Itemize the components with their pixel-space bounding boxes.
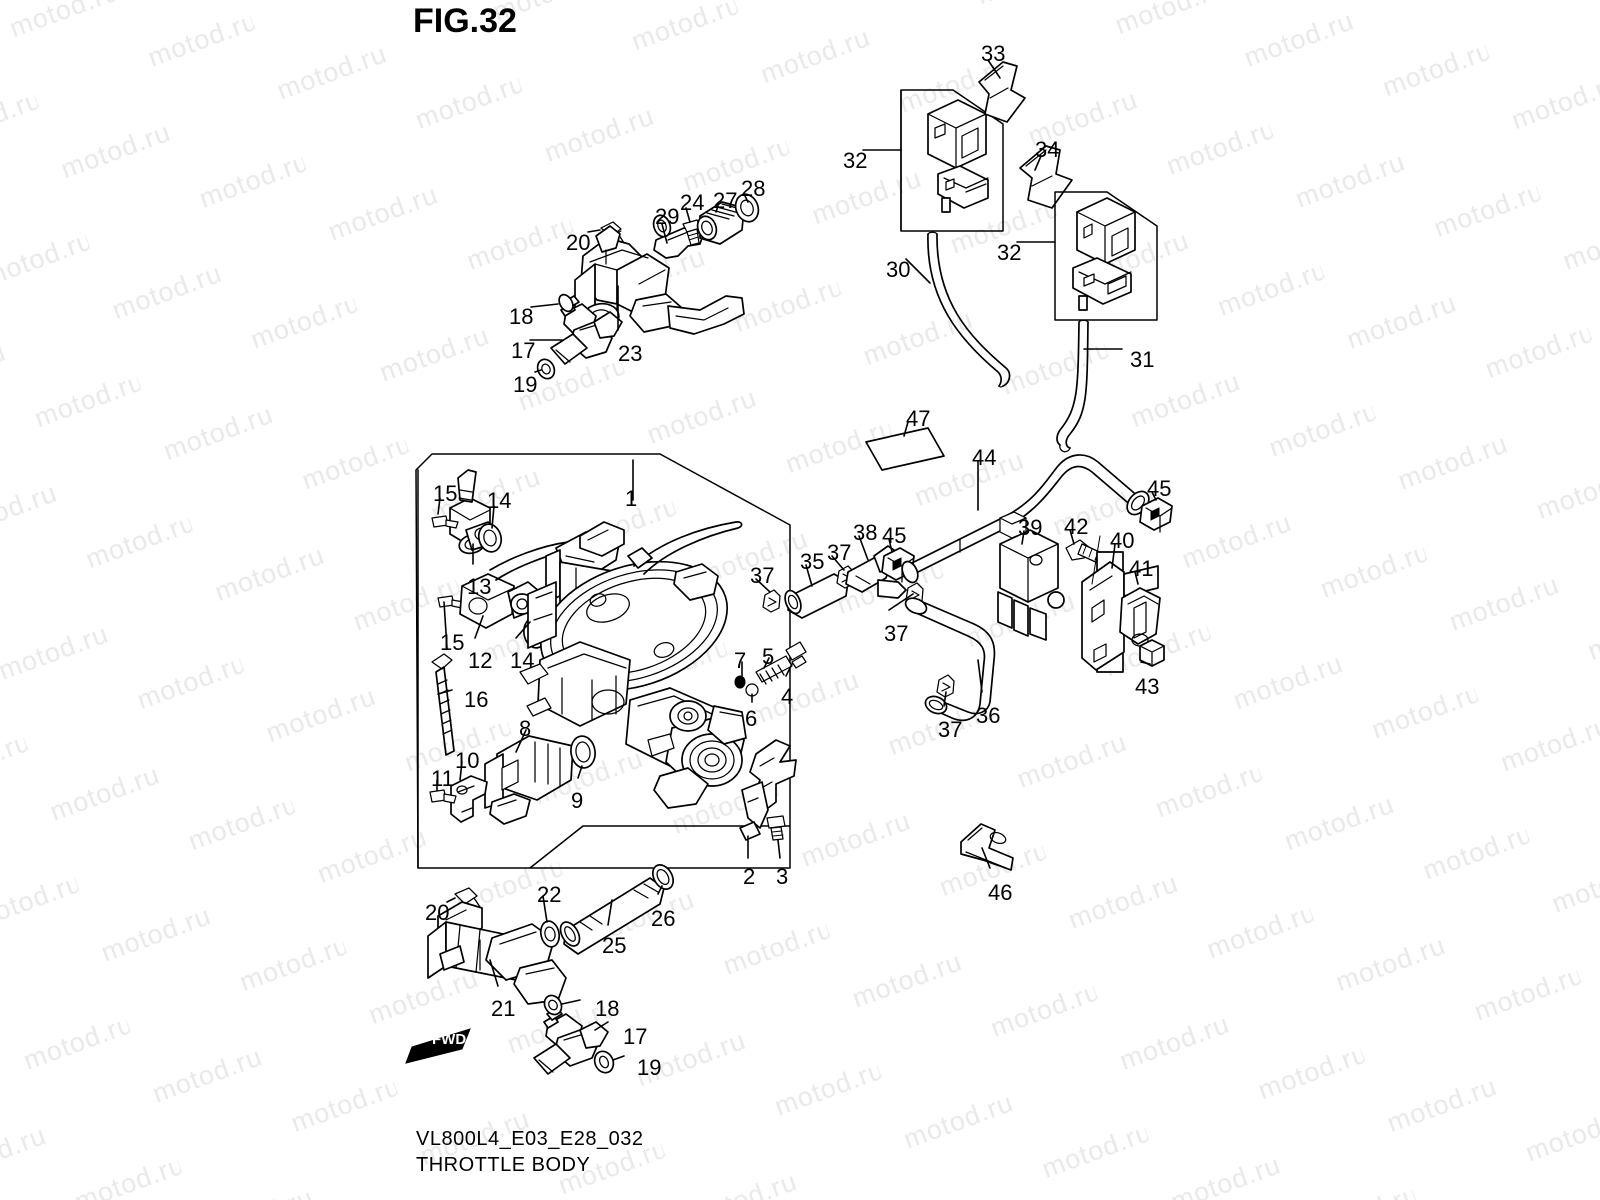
callout-o-ring: 19 [637,1055,662,1080]
callout-vacuum-hose: 31 [1130,347,1155,372]
callout-screw: 20 [425,900,450,925]
callout-clip: 37 [938,717,963,742]
part-19-o-ring [536,358,556,380]
callout-purge-valve: 39 [1018,515,1043,540]
callout-fuel-connector: 27 [713,188,738,213]
callout-o-ring: 14 [487,488,512,513]
callout-fuel-pipe: 25 [602,933,627,958]
callout-clamp: 10 [455,748,480,773]
callout-delivery-pipe: 23 [618,341,643,366]
callout-clamp: 41 [1129,556,1154,581]
callout-clamp-band: 16 [464,687,489,712]
callout-joint-pipe: 35 [800,549,825,574]
upper-injector-assembly [529,193,760,380]
callout-bolt: 42 [1064,514,1089,539]
callout-fuel-injector: 17 [623,1024,648,1049]
part-10-clamp [450,775,488,823]
caption-code: VL800L4_E03_E28_032 [416,1128,644,1150]
fwd-label: FWD [432,1031,466,1048]
part-3-screw [766,815,786,841]
callout-screw: 15 [433,481,458,506]
part-33-cushion [978,61,1026,123]
callout-stay-bracket: 2 [743,864,756,889]
part-16-clamp-band [431,653,455,756]
callout-o-ring: 28 [741,176,766,201]
callout-clip: 45 [1147,476,1172,501]
callout-three-way-joint: 38 [853,520,878,545]
part-9-o-ring [570,735,596,769]
callout-throttle-body-assembly: 1 [625,486,638,511]
callout-screw: 3 [776,864,789,889]
callout-screw: 20 [566,230,591,255]
callout-cushion: 33 [981,41,1006,66]
part-36-vacuum-hose [904,597,996,722]
callout-o-ring: 22 [537,882,562,907]
callout-o-ring: 19 [513,372,538,397]
part-37-clip-a [762,589,781,613]
caption-name: THROTTLE BODY [416,1154,591,1176]
callout-sensor: 13 [467,574,492,599]
callout-screw: 4 [781,684,794,709]
callout-washer: 7 [734,648,747,673]
callout-label-plate: 47 [906,406,931,431]
part-31-vacuum-hose [1056,319,1089,453]
callout-screw: 15 [440,630,465,655]
callout-bracket: 40 [1110,528,1135,553]
fwd-direction-marker: FWD [405,1028,471,1064]
callout-vacuum-hose: 30 [886,257,911,282]
part-7-washer [734,675,746,689]
part-46-clamp [960,823,1014,871]
callout-screw: 11 [431,766,454,791]
callout-sensor-set: 32 [997,240,1022,265]
callout-fuel-injector: 17 [511,338,536,363]
callout-sensor-set: 32 [843,148,868,173]
callout-o-ring: 18 [509,304,534,329]
callout-delivery-pipe: 21 [491,996,516,1021]
callout-cushion: 34 [1035,137,1060,162]
callout-sensor: 8 [519,716,532,741]
callout-o-ring: 18 [595,996,620,1021]
callout-spring: 5 [762,644,775,669]
callout-clip: 37 [827,540,852,565]
callout-o-ring: 14 [510,648,535,673]
figure-caption: VL800L4_E03_E28_032 THROTTLE BODY [416,1126,644,1178]
callout-sensor: 12 [468,648,493,673]
callout-vacuum-hose: 44 [972,445,997,470]
callout-o-ring: 9 [571,788,584,813]
callout-clip: 45 [882,523,907,548]
part-8-sensor [484,735,574,825]
callout-vacuum-hose: 36 [976,703,1001,728]
callout-holder: 29 [655,204,680,229]
callout-clip: 37 [750,563,775,588]
callout-o-ring: 26 [651,906,676,931]
part-32-sensor-set-right [1054,191,1158,321]
callout-clip: 37 [884,621,909,646]
callout-clamp: 46 [988,880,1013,905]
figure-number: FIG.32 [413,2,517,40]
callout-screw: 24 [680,190,705,215]
callout-nut: 43 [1135,674,1160,699]
callout-ball: 6 [745,706,758,731]
